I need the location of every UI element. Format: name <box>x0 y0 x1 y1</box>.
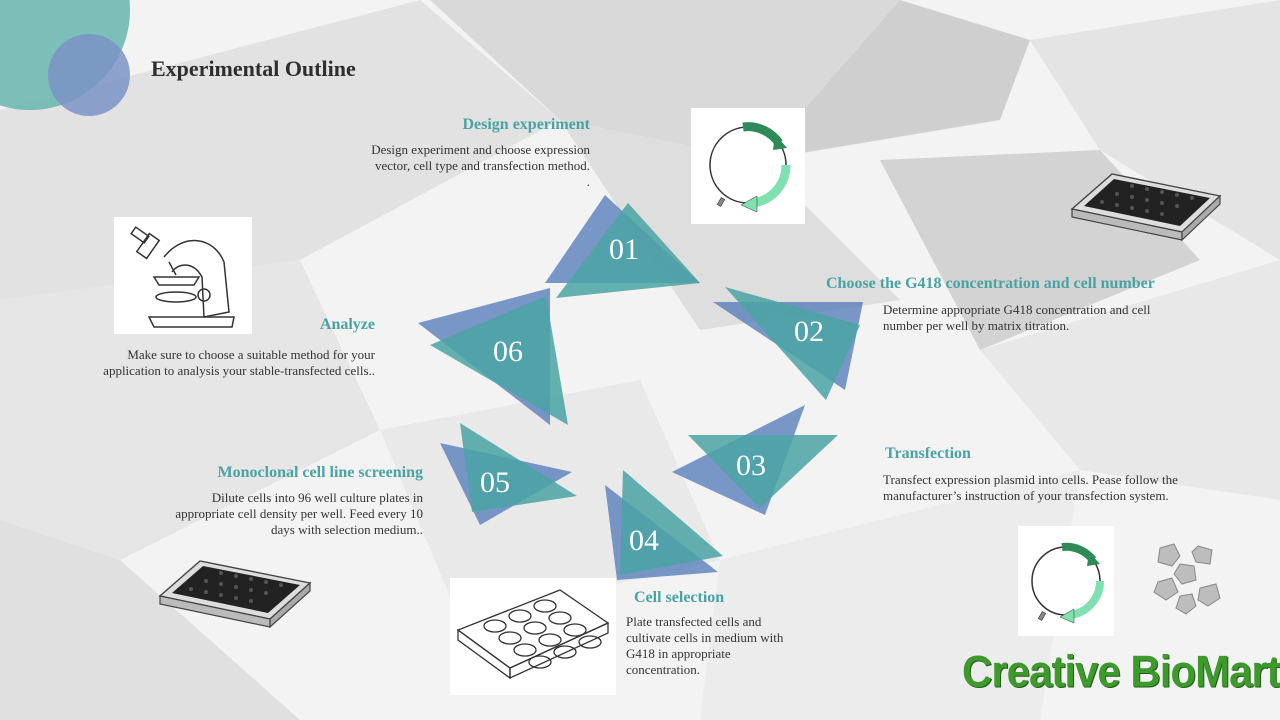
logo-text: Creative BioMart <box>962 646 1280 697</box>
step-02-heading: Choose the G418 concentration and cell n… <box>826 275 1155 292</box>
step-02-number: 02 <box>794 315 824 348</box>
microscope-icon <box>130 226 235 328</box>
step-03-triangle <box>672 405 838 515</box>
step-01-heading: Design experiment <box>462 116 590 133</box>
cells-icon <box>1153 543 1221 615</box>
step-06-number: 06 <box>493 335 523 368</box>
well-plate-96-icon-2 <box>158 560 312 629</box>
plasmid-icon-2 <box>1031 542 1105 624</box>
well-plate-96-image-left <box>155 541 313 633</box>
step-05-heading: Monoclonal cell line screening <box>217 464 423 481</box>
step-01-description: Design experiment and choose expression … <box>371 142 590 189</box>
step-04-description: Plate transfected cells and cultivate ce… <box>626 614 784 677</box>
plasmid-image-bottom <box>1018 526 1114 636</box>
step-03-number: 03 <box>736 449 766 482</box>
step-03-heading: Transfection <box>885 445 971 462</box>
step-05-triangle <box>440 423 577 525</box>
well-plate-96-icon <box>1070 173 1222 242</box>
step-04-heading: Cell selection <box>634 589 725 606</box>
plasmid-icon <box>709 122 791 213</box>
step-01-number: 01 <box>609 233 639 266</box>
creative-biomart-logo: Creative BioMart® <box>962 647 1280 697</box>
step-04-number: 04 <box>629 524 659 557</box>
step-06-heading: Analyze <box>319 316 375 333</box>
step-05-number: 05 <box>480 466 510 499</box>
step-01-triangle <box>545 195 700 298</box>
step-02-description: Determine appropriate G418 concentration… <box>883 302 1151 333</box>
step-06-description: Make sure to choose a suitable method fo… <box>103 347 375 378</box>
well-plate-12-icon <box>456 589 610 680</box>
step-05-description: Dilute cells into 96 well culture plates… <box>175 490 423 537</box>
well-plate-96-image-top <box>1062 154 1222 246</box>
well-plate-12-image <box>450 578 616 695</box>
step-03-description: Transfect expression plasmid into cells.… <box>883 472 1178 503</box>
plasmid-image <box>691 108 805 224</box>
microscope-image <box>114 217 252 334</box>
page-title: Experimental Outline <box>151 56 356 81</box>
step-04-triangle <box>605 470 723 580</box>
step-02-triangle <box>713 287 863 400</box>
step-06-triangle <box>418 288 568 425</box>
decor-circle-blue <box>48 34 130 116</box>
